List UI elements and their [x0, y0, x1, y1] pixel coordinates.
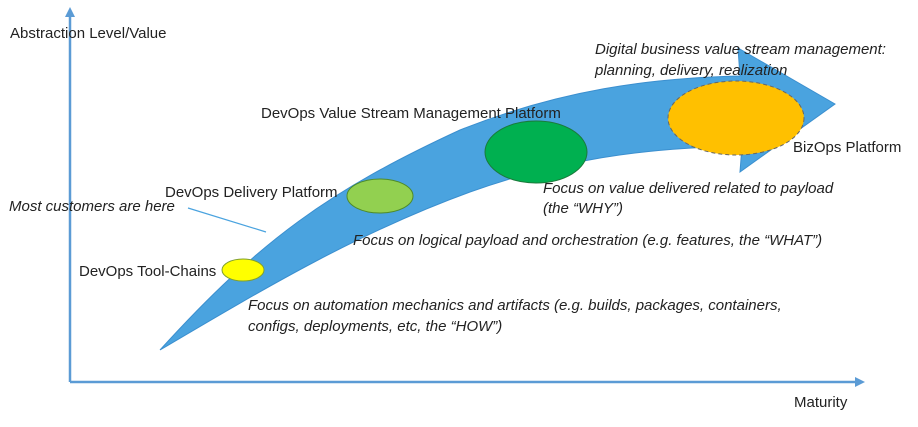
annotation-logical-payload: Focus on logical payload and orchestrati… [353, 232, 823, 249]
stage-label-vsm-platform: DevOps Value Stream Management Platform [261, 105, 561, 122]
y-axis-label: Abstraction Level/Value [10, 25, 167, 42]
annotation-automation-line-2: configs, deployments, etc, the “HOW”) [248, 318, 503, 335]
annotation-most-customers: Most customers are here [9, 198, 175, 215]
annotation-value-line-1: Focus on value delivered related to payl… [543, 180, 834, 197]
stage-label-delivery-platform: DevOps Delivery Platform [165, 184, 338, 201]
vsm-platform-ellipse [484, 120, 588, 184]
annotation-value-line-2: (the “WHY”) [543, 200, 623, 217]
annotation-digital-line-1: Digital business value stream management… [595, 41, 886, 58]
customers-leader-line [187, 207, 267, 233]
x-axis-label: Maturity [794, 394, 848, 411]
toolchains-ellipse [221, 258, 265, 282]
stage-label-bizops-platform: BizOps Platform [793, 139, 902, 156]
annotation-automation-line-1: Focus on automation mechanics and artifa… [248, 297, 782, 314]
bizops-platform-ellipse [667, 80, 805, 156]
annotation-digital-line-2: planning, delivery, realization [595, 62, 788, 79]
progress-arrow [159, 47, 836, 351]
delivery-platform-ellipse [346, 178, 414, 214]
stage-label-toolchains: DevOps Tool-Chains [79, 263, 217, 280]
